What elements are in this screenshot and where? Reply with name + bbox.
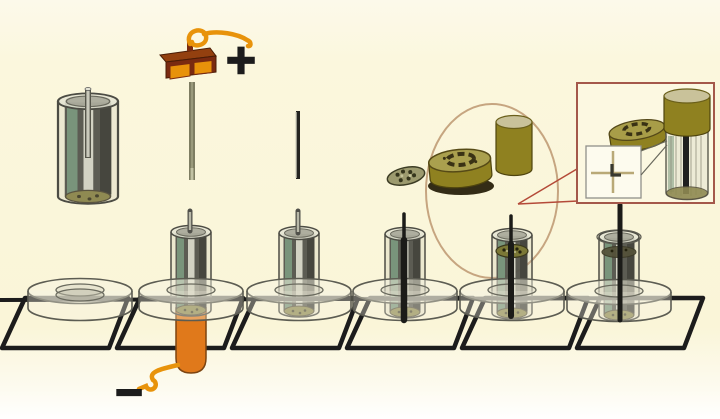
crimp-cross-section-inset: [585, 140, 668, 199]
carbon-rod: [683, 134, 689, 194]
tube-top: [84, 87, 92, 91]
holder-ring: [138, 277, 244, 322]
part-zinc-can-with-tube: [56, 87, 120, 205]
part-perforated-washer: [386, 166, 426, 186]
negative-sign: −: [114, 372, 144, 413]
station-rod-details: [187, 202, 642, 324]
station-1-empty-ring: [27, 277, 133, 322]
crimp-joint: [610, 164, 621, 177]
positive-sign: +: [224, 37, 258, 83]
ring-hole: [55, 288, 105, 302]
positive-wire: [201, 30, 253, 49]
detail-box: [576, 82, 715, 204]
top-cap: [663, 95, 711, 137]
holder-ring: [246, 277, 352, 322]
part-seal-disc: [427, 148, 494, 195]
detail-capped-cell: [663, 88, 711, 201]
callout-pointer-lines: [517, 162, 588, 205]
detail-seal-disc: [608, 119, 667, 152]
brass-cap: [159, 40, 217, 80]
part-carbon-rod-electrode: +: [159, 28, 259, 180]
positive-wire-loop: [186, 28, 209, 48]
part-top-cap: [495, 114, 533, 177]
negative-wire: [136, 362, 181, 392]
part-thin-rod: [295, 111, 300, 179]
